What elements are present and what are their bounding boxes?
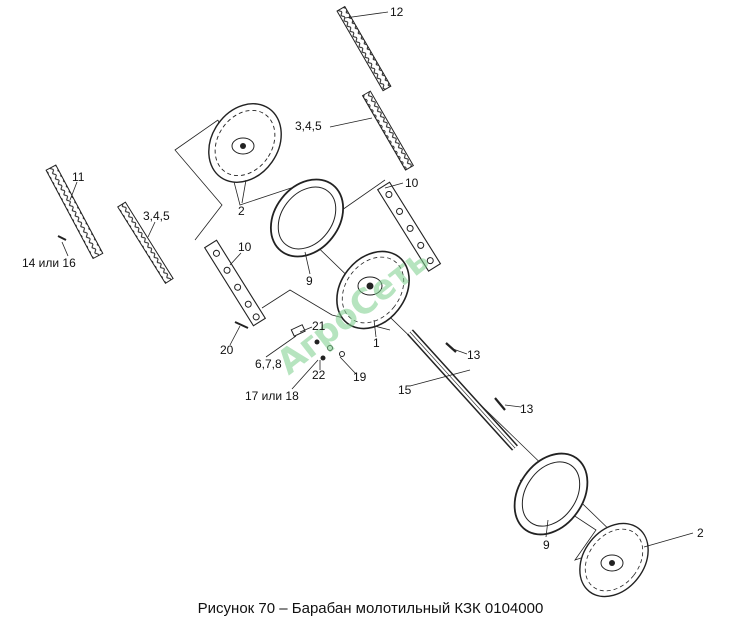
leader-lines xyxy=(61,11,694,548)
bracket-top xyxy=(174,119,223,241)
disc-2-top xyxy=(208,103,282,183)
label-19: 19 xyxy=(353,370,367,384)
small-fasteners xyxy=(57,235,506,411)
label-13-lower: 13 xyxy=(520,402,534,416)
label-1: 1 xyxy=(373,336,380,350)
label-9-bottom: 9 xyxy=(543,538,550,552)
label-20: 20 xyxy=(220,343,234,357)
rasp-bar-345-top xyxy=(361,90,415,171)
shaft-15 xyxy=(407,329,518,451)
label-9-top: 9 xyxy=(306,274,313,288)
watermark-text: АгроСеть xyxy=(270,240,437,383)
peg-bar-10-left xyxy=(203,239,267,327)
label-3-4-5-top: 3,4,5 xyxy=(295,119,322,133)
figure-caption: Рисунок 70 – Барабан молотильный КЗК 010… xyxy=(197,600,544,617)
label-12: 12 xyxy=(390,5,404,19)
disc-2-bottom xyxy=(579,522,649,598)
label-10-right: 10 xyxy=(405,176,419,190)
label-2-top: 2 xyxy=(238,204,245,218)
label-2-bottom: 2 xyxy=(697,526,704,540)
rasp-bar-12 xyxy=(336,5,392,92)
label-15: 15 xyxy=(398,383,412,397)
label-6-7-8: 6,7,8 xyxy=(255,357,282,371)
label-13-upper: 13 xyxy=(467,348,481,362)
label-22: 22 xyxy=(312,368,326,382)
label-3-4-5-left: 3,4,5 xyxy=(143,209,170,223)
label-14-or-16: 14 или 16 xyxy=(22,256,76,270)
label-11: 11 xyxy=(72,170,85,184)
label-21: 21 xyxy=(312,319,326,333)
label-10-left: 10 xyxy=(238,240,252,254)
bar-11 xyxy=(45,164,104,260)
ring-9-bottom xyxy=(513,452,589,536)
peg-bar-10-right xyxy=(376,181,442,272)
ring-9-top xyxy=(269,178,345,258)
disc-1 xyxy=(336,250,410,330)
label-17-or-18: 17 или 18 xyxy=(245,389,299,403)
rasp-bar-345-left xyxy=(117,201,174,284)
